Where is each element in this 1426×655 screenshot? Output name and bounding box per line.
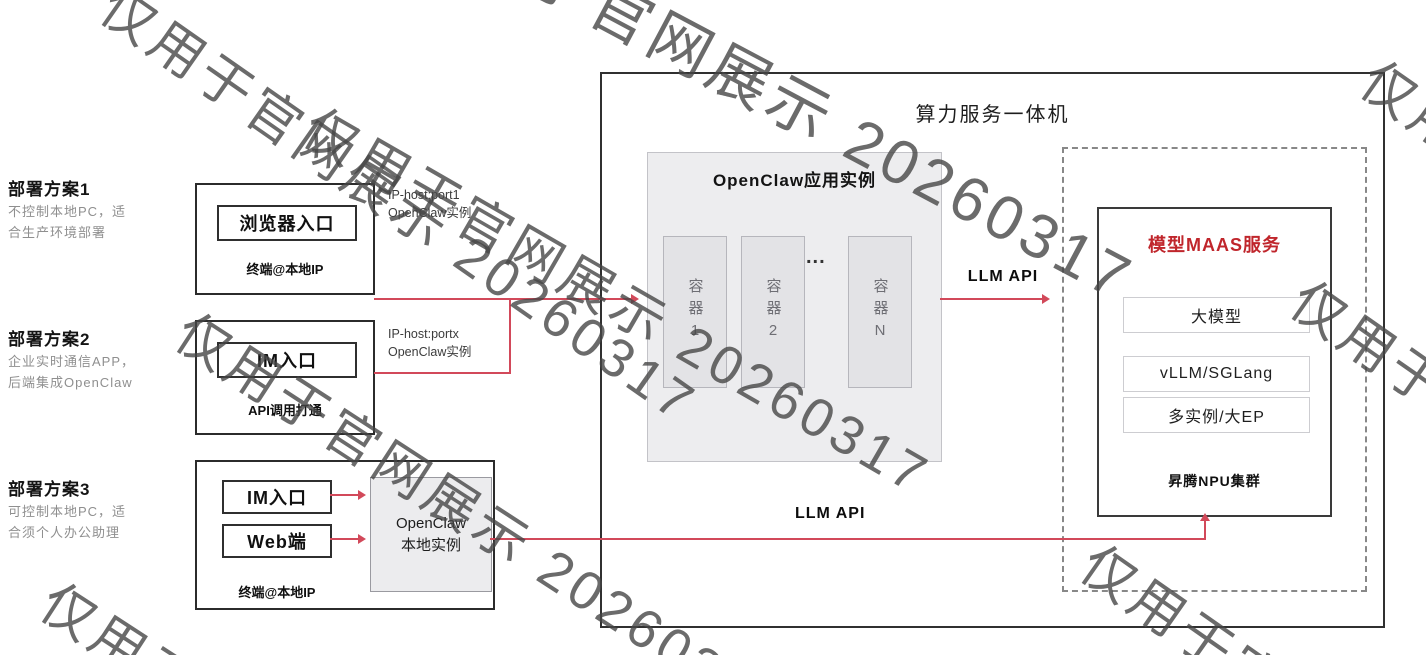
arrowhead-into-maas-bottom [1200,513,1210,521]
container-n-label: 容器N [871,278,889,346]
plan3-local-line1: OpenClaw [395,514,467,532]
plan3-box: IM入口 Web端 OpenClaw 本地实例 终端@本地IP [195,460,495,610]
plan3-local-line2: 本地实例 [400,536,461,554]
connector-plan2-out [374,372,511,374]
plan2-desc: 企业实时通信APP， 后端集成OpenClaw [8,352,135,394]
maas-footer-npu-cluster: 昇腾NPU集群 [1168,473,1261,489]
connector-plan2-riser [509,299,511,374]
connector-web-to-local [330,538,360,540]
container-2: 容器2 [741,236,805,388]
plan1-title: 部署方案1 [8,180,91,199]
openclaw-app-box: OpenClaw应用实例 容器1 容器2 ... 容器N [647,152,942,462]
maas-item-vllm-sglang: vLLM/SGLang [1123,356,1310,392]
maas-box: 模型MAAS服务 大模型 vLLM/SGLang 多实例/大EP 昇腾NPU集群 [1097,207,1332,517]
container-1-label: 容器1 [686,278,704,346]
maas-item-multi-instance: 多实例/大EP [1123,397,1310,433]
npu-dashed-zone [1062,147,1367,592]
plan1-box: 浏览器入口 终端@本地IP [195,183,375,295]
plan1-desc: 不控制本地PC，适 合生产环境部署 [8,202,126,244]
plan3-entry-web: Web端 [222,524,332,558]
plan3-desc-line1: 可控制本地PC，适 [8,504,127,519]
plan2-entry-im: IM入口 [217,342,357,378]
connector-llm-api-bottom [490,538,1205,540]
maas-item-llm: 大模型 [1123,297,1310,333]
plan3-local-instance-label: OpenClaw 本地实例 [396,513,466,557]
plan2-link-line2: OpenClaw实例 [388,345,472,360]
arrowhead-web-to-local [358,534,366,544]
plan3-desc: 可控制本地PC，适 合须个人办公助理 [8,502,126,544]
arrowhead-into-maas-zone [1042,294,1050,304]
plan2-link-label: IP-host:portx OpenClaw实例 [388,325,471,361]
connector-im-to-local [330,494,360,496]
connector-llm-api-bottom-riser [1204,521,1206,540]
containers-ellipsis: ... [806,246,826,268]
server-title: 算力服务一体机 [915,104,1070,126]
plan3-title: 部署方案3 [8,480,91,499]
plan2-link-line1: IP-host:portx [388,327,459,341]
arrowhead-into-appbox [631,294,639,304]
container-2-label: 容器2 [764,278,782,346]
plan3-footer: 终端@本地IP [238,585,316,600]
plan1-desc-line2: 合生产环境部署 [8,224,107,240]
plan2-desc-line2: 后端集成OpenClaw [8,374,133,390]
plan2-title: 部署方案2 [8,330,91,349]
container-n: 容器N [848,236,912,388]
arrowhead-im-to-local [358,490,366,500]
plan2-box: IM入口 API调用打通 [195,320,375,435]
plan1-entry-browser: 浏览器入口 [217,205,357,241]
plan1-link-line2: OpenClaw实例 [388,206,472,221]
plan2-desc-line1: 企业实时通信APP， [8,354,136,369]
llm-api-bottom-label: LLM API [795,505,866,522]
plan1-link-label: IP-host:port1 OpenClaw实例 [388,186,471,222]
llm-api-top-label: LLM API [967,268,1039,285]
server-box: 算力服务一体机 OpenClaw应用实例 容器1 容器2 ... 容器N 模型M… [600,72,1385,628]
plan3-desc-line2: 合须个人办公助理 [8,524,121,540]
maas-title: 模型MAAS服务 [1148,235,1281,255]
openclaw-app-title: OpenClaw应用实例 [712,171,877,190]
plan1-desc-line1: 不控制本地PC，适 [8,204,127,219]
plan2-footer: API调用打通 [248,403,322,418]
container-1: 容器1 [663,236,727,388]
plan3-local-instance: OpenClaw 本地实例 [370,477,492,592]
plan1-footer: 终端@本地IP [246,262,324,277]
plan3-entry-im: IM入口 [222,480,332,514]
plan1-link-line1: IP-host:port1 [388,188,460,202]
connector-llm-api-top [940,298,1044,300]
connector-plans-to-appbox [374,298,634,300]
